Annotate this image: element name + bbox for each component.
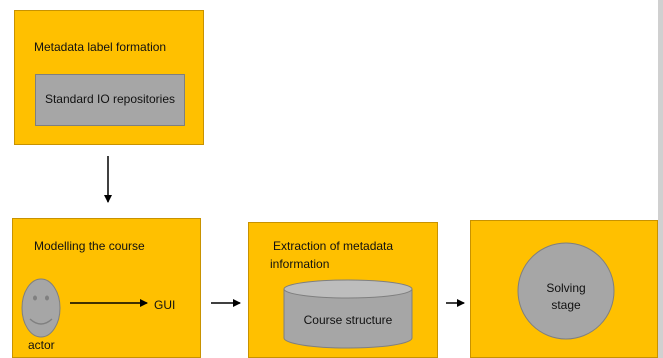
solving-stage-line1: Solving — [546, 281, 586, 295]
actor-label: actor — [28, 338, 55, 352]
course-structure-cylinder — [283, 279, 413, 349]
modelling-the-course-box: Modelling the course actor GUI — [12, 218, 201, 358]
modelling-the-course-title: Modelling the course — [34, 239, 145, 253]
standard-io-repositories-box: Standard IO repositories — [35, 74, 185, 126]
course-structure-label: Course structure — [303, 313, 393, 327]
metadata-label-formation-title: Metadata label formation — [34, 40, 167, 54]
metadata-label-formation-box: Metadata label formation Standard IO rep… — [14, 10, 204, 145]
right-edge-divider — [658, 0, 663, 358]
extraction-of-metadata-box: Extraction of metadata information Cours… — [248, 222, 438, 358]
extraction-title-line2: information — [270, 257, 330, 271]
extraction-title-line1: Extraction of metadata — [273, 239, 394, 253]
gui-label: GUI — [154, 298, 176, 312]
solving-stage-line2: stage — [551, 298, 581, 312]
actor-smiley-icon — [21, 278, 61, 338]
standard-io-repositories-label: Standard IO repositories — [44, 92, 176, 106]
solving-stage-circle — [517, 242, 615, 340]
solving-stage-box: Solving stage — [470, 220, 658, 358]
